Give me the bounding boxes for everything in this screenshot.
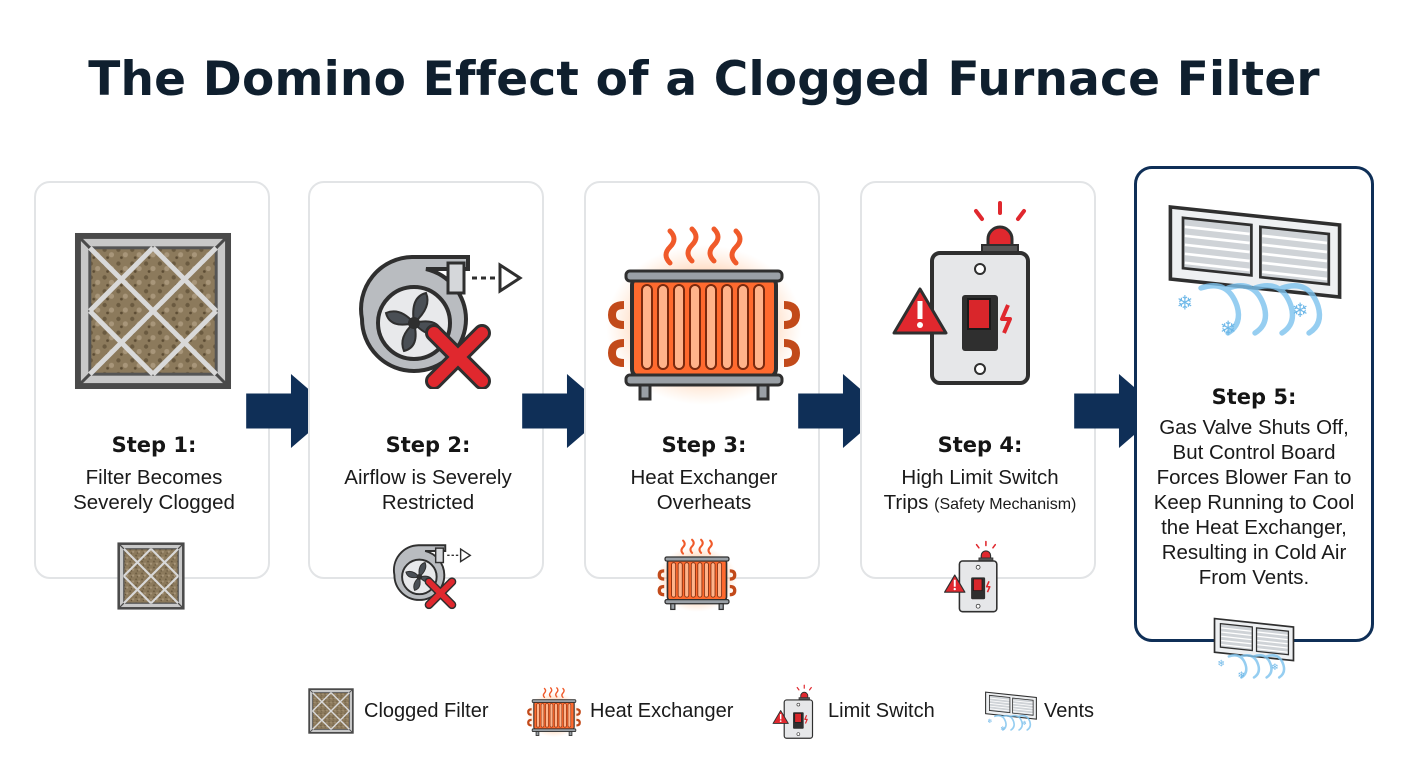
- overheating-heat-exchanger-icon: [604, 225, 804, 405]
- legend-item-heat-exchanger: Heat Exchanger: [526, 684, 756, 740]
- clogged-filter-icon: [74, 231, 232, 391]
- legend-label: Limit Switch: [828, 700, 935, 722]
- cold-air-vent-icon: [1165, 195, 1345, 345]
- step-2-mini-blower-icon: [380, 540, 476, 610]
- step-4-line-1: High Limit Switch: [901, 466, 1059, 489]
- legend-label: Vents: [1044, 700, 1095, 722]
- step-5-line-1: Gas Valve Shuts Off,: [1159, 416, 1349, 439]
- legend-label: Clogged Filter: [364, 700, 489, 722]
- step-1-card: Step 1: Filter Becomes Severely Clogged: [34, 181, 270, 579]
- step-5-description: Gas Valve Shuts Off, But Control Board F…: [1137, 415, 1371, 590]
- step-2-line-2: Restricted: [381, 491, 475, 514]
- step-1-mini-filter-icon: [117, 542, 185, 610]
- step-5-line-5: the Heat Exchanger,: [1161, 516, 1347, 539]
- step-5-line-4: Keep Running to Cool: [1153, 491, 1355, 514]
- step-5-mini-vent-icon: [1212, 614, 1296, 682]
- vent-icon: [984, 688, 1038, 734]
- step-1-line-2: Severely Clogged: [73, 491, 235, 514]
- step-5-heading: Step 5:: [1211, 385, 1297, 409]
- heat-exchanger-icon: [526, 686, 582, 738]
- step-2-card: Step 2: Airflow is Severely Restricted: [308, 181, 544, 579]
- step-5-line-3: Forces Blower Fan to: [1156, 466, 1352, 489]
- legend-label: Heat Exchanger: [590, 700, 734, 722]
- clogged-filter-icon: [308, 688, 354, 734]
- step-3-heading: Step 3:: [661, 433, 747, 457]
- legend: Clogged Filter Heat Exchanger Limit Swit…: [0, 684, 1408, 740]
- step-4-heading: Step 4:: [937, 433, 1023, 457]
- step-1-heading: Step 1:: [111, 433, 197, 457]
- step-5-line-6: Resulting in Cold Air: [1161, 541, 1347, 564]
- step-3-description: Heat Exchanger Overheats: [586, 465, 822, 515]
- step-5-line-7: From Vents.: [1198, 566, 1310, 589]
- step-5-line-2: But Control Board: [1172, 441, 1336, 464]
- step-3-mini-heat-exchanger-icon: [656, 538, 738, 612]
- page-title: The Domino Effect of a Clogged Furnace F…: [88, 52, 1320, 107]
- step-4-mini-limit-switch-icon: [938, 540, 1012, 614]
- step-2-heading: Step 2:: [385, 433, 471, 457]
- legend-item-limit-switch: Limit Switch: [772, 684, 962, 740]
- step-4-description: High Limit Switch Trips (Safety Mechanis…: [862, 465, 1098, 517]
- step-4-line-2: Trips (Safety Mechanism): [883, 491, 1077, 514]
- tripped-limit-switch-icon: [892, 199, 1052, 389]
- step-5-card: Step 5: Gas Valve Shuts Off, But Control…: [1134, 166, 1374, 642]
- step-2-description: Airflow is Severely Restricted: [310, 465, 546, 515]
- step-3-line-2: Overheats: [656, 491, 752, 514]
- step-1-line-1: Filter Becomes: [85, 466, 223, 489]
- legend-item-clogged-filter: Clogged Filter: [308, 684, 498, 740]
- step-4-card: Step 4: High Limit Switch Trips (Safety …: [860, 181, 1096, 579]
- limit-switch-icon: [772, 684, 820, 740]
- step-3-card: Step 3: Heat Exchanger Overheats: [584, 181, 820, 579]
- blocked-blower-icon: [332, 249, 532, 389]
- step-1-description: Filter Becomes Severely Clogged: [36, 465, 272, 515]
- step-3-line-1: Heat Exchanger: [630, 466, 778, 489]
- step-2-line-1: Airflow is Severely: [344, 466, 512, 489]
- legend-item-vents: Vents: [984, 684, 1114, 740]
